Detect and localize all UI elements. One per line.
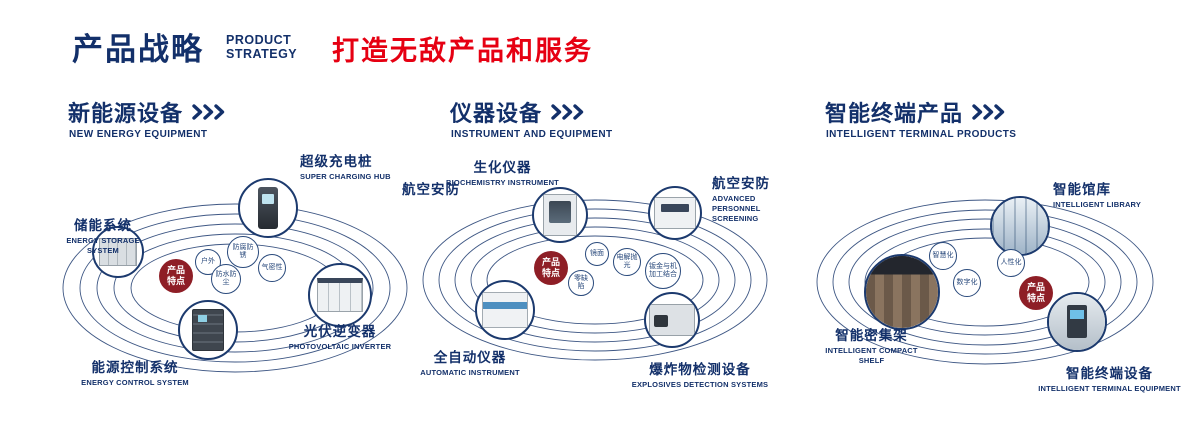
feature-bubble: 防腐防锈 <box>227 236 259 268</box>
section-title-instruments: 仪器设备 <box>450 96 589 128</box>
badge-line2: 特点 <box>1026 293 1045 303</box>
section-title-intelligent-terminals: 智能终端产品 <box>825 96 1010 128</box>
triple-arrow-icon <box>192 104 225 120</box>
compact-shelf-image <box>866 256 938 328</box>
section-intelligent-terminals: 智能终端产品 INTELLIGENT TERMINAL PRODUCTS 产品 … <box>808 92 1193 422</box>
product-name: 航空安防 <box>402 182 460 197</box>
terminal-equipment-image <box>1049 294 1105 350</box>
feature-bubble: 数字化 <box>953 269 981 297</box>
energy-storage-image <box>99 238 137 266</box>
explosives-detection-image <box>649 304 695 336</box>
product-name-en: AUTOMATIC INSTRUMENT <box>420 368 520 377</box>
section-instruments: 仪器设备 INSTRUMENT AND EQUIPMENT 产品 特点 <box>400 92 800 422</box>
automatic-instrument-image <box>482 292 528 328</box>
product-circle-compact-shelf <box>864 254 940 330</box>
product-features-badge: 产品 特点 <box>534 251 568 285</box>
product-name: 能源控制系统 <box>91 360 179 375</box>
super-charging-hub-image <box>258 187 278 229</box>
badge-line1: 产品 <box>1026 281 1045 292</box>
feature-bubble: 智慧化 <box>929 242 957 270</box>
product-name-en: INTELLIGENT TERMINAL EQUIPMENT <box>1038 384 1181 393</box>
product-name-en: SUPER CHARGING HUB <box>300 172 391 181</box>
section-title-text: 智能终端产品 <box>825 101 964 126</box>
product-name-en: PHOTOVOLTAIC INVERTER <box>288 342 392 351</box>
product-label-compact-shelf: 智能密集架 INTELLIGENT COMPACT SHELF <box>824 324 919 366</box>
product-circle-energy-storage <box>92 226 144 278</box>
product-features-badge: 产品 特点 <box>1019 276 1053 310</box>
feature-bubble: 电解抛光 <box>613 248 641 276</box>
feature-bubble: 防水防尘 <box>211 264 241 294</box>
page-title: 产品战略 <box>72 32 204 67</box>
product-name: 航空安防 <box>712 176 770 191</box>
badge-line2: 特点 <box>166 276 185 286</box>
product-name: 超级充电桩 <box>300 154 373 169</box>
page-subtitle: PRODUCT STRATEGY <box>226 33 297 62</box>
section-title-new-energy: 新能源设备 <box>68 96 230 128</box>
product-label-automatic-instrument: 全自动仪器 AUTOMATIC INSTRUMENT <box>405 346 535 378</box>
product-name-en: INTELLIGENT LIBRARY <box>1053 200 1142 209</box>
section-subtitle: INTELLIGENT TERMINAL PRODUCTS <box>826 129 1017 140</box>
triple-arrow-icon <box>551 104 584 120</box>
product-circle-intelligent-library <box>990 196 1050 256</box>
page-slogan: 打造无敌产品和服务 <box>332 36 593 66</box>
product-label-intelligent-library: 智能馆库 INTELLIGENT LIBRARY <box>1053 178 1193 210</box>
feature-bubble: 人性化 <box>997 249 1025 277</box>
section-title-text: 新能源设备 <box>68 101 184 126</box>
page-subtitle-line2: STRATEGY <box>226 47 298 62</box>
product-circle-biochemistry <box>532 187 588 243</box>
product-name: 储能系统 <box>74 218 132 233</box>
product-name: 爆炸物检测设备 <box>649 362 751 377</box>
product-features-badge: 产品 特点 <box>159 259 193 293</box>
product-name-en: ENERGY STORAGE SYSTEM <box>66 236 140 255</box>
product-circle-photovoltaic-inverter <box>308 263 372 327</box>
label-aviation-security: 航空安防 <box>402 178 460 198</box>
intelligent-library-image <box>992 198 1048 254</box>
orbit-rings <box>422 199 768 361</box>
feature-bubble: 气密性 <box>258 254 286 282</box>
section-subtitle: INSTRUMENT AND EQUIPMENT <box>451 129 613 140</box>
product-name-en: ENERGY CONTROL SYSTEM <box>81 378 189 387</box>
product-label-personnel-screening: 航空安防 ADVANCED PERSONNEL SCREENING <box>712 172 798 223</box>
product-label-terminal-equipment: 智能终端设备 INTELLIGENT TERMINAL EQUIPMENT <box>1026 362 1193 394</box>
section-new-energy: 新能源设备 NEW ENERGY EQUIPMENT 产品 特点 <box>55 92 430 422</box>
section-subtitle: NEW ENERGY EQUIPMENT <box>69 129 208 140</box>
product-label-energy-control: 能源控制系统 ENERGY CONTROL SYSTEM <box>65 356 205 388</box>
orbit-rings <box>816 199 1154 365</box>
product-circle-explosives-detection <box>644 292 700 348</box>
product-label-super-charging-hub: 超级充电桩 SUPER CHARGING HUB <box>300 150 428 182</box>
triple-arrow-icon <box>972 104 1005 120</box>
product-circle-terminal-equipment <box>1047 292 1107 352</box>
product-circle-automatic-instrument <box>475 280 535 340</box>
product-name-en: ADVANCED PERSONNEL SCREENING <box>712 194 761 223</box>
product-name: 智能馆库 <box>1053 182 1111 197</box>
product-label-photovoltaic-inverter: 光伏逆变器 PHOTOVOLTAIC INVERTER <box>275 320 405 352</box>
product-name: 智能终端设备 <box>1066 366 1153 381</box>
energy-control-image <box>192 309 224 351</box>
feature-bubble: 钣金与机加工结合 <box>645 253 681 289</box>
badge-line2: 特点 <box>541 268 560 278</box>
badge-line1: 产品 <box>166 264 185 275</box>
product-name: 全自动仪器 <box>433 350 507 365</box>
product-label-biochemistry: 生化仪器 BIOCHEMISTRY INSTRUMENT <box>445 156 560 188</box>
product-circle-super-charging-hub <box>238 178 298 238</box>
product-name: 光伏逆变器 <box>303 324 377 339</box>
product-label-energy-storage: 储能系统 ENERGY STORAGE SYSTEM <box>61 214 145 256</box>
product-name-en: EXPLOSIVES DETECTION SYSTEMS <box>631 380 769 389</box>
product-name-en: INTELLIGENT COMPACT SHELF <box>825 346 918 365</box>
personnel-screening-image <box>654 197 696 229</box>
product-label-explosives-detection: 爆炸物检测设备 EXPLOSIVES DETECTION SYSTEMS <box>610 358 790 390</box>
badge-line1: 产品 <box>541 256 560 267</box>
biochemistry-instrument-image <box>543 194 577 236</box>
product-name: 生化仪器 <box>473 160 532 175</box>
feature-bubble: 零缺陷 <box>568 270 594 296</box>
section-title-text: 仪器设备 <box>450 101 543 126</box>
feature-bubble: 镜面 <box>585 242 609 266</box>
page-subtitle-line1: PRODUCT <box>226 33 292 47</box>
product-name: 智能密集架 <box>835 328 908 343</box>
photovoltaic-inverter-image <box>317 278 363 312</box>
product-circle-energy-control <box>178 300 238 360</box>
product-name-en: BIOCHEMISTRY INSTRUMENT <box>446 178 559 187</box>
product-circle-personnel-screening <box>648 186 702 240</box>
